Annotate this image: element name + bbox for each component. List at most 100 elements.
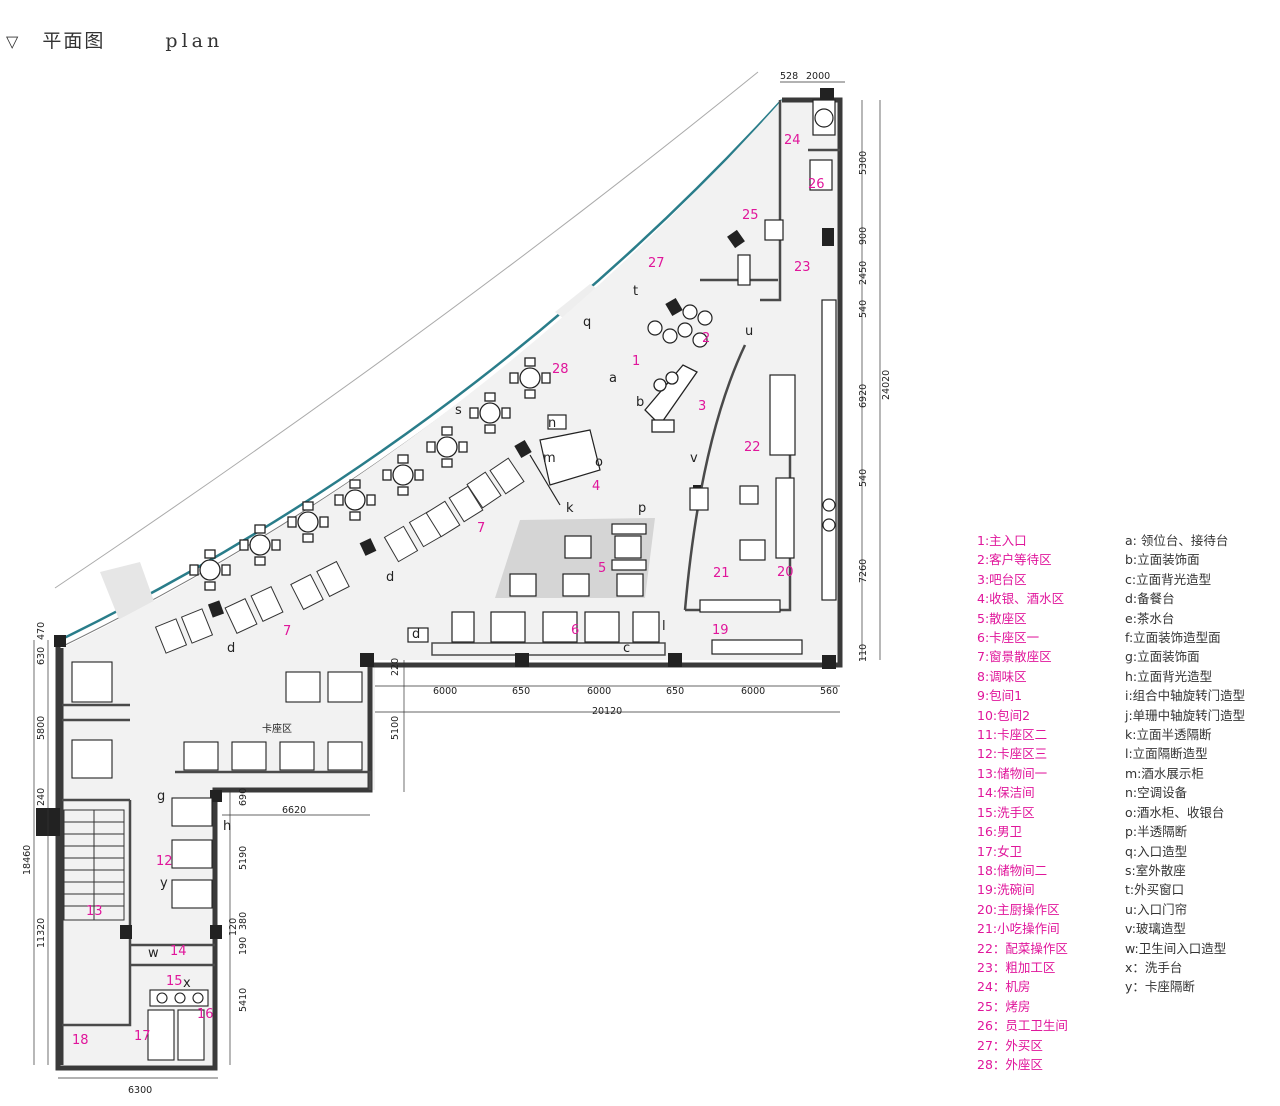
- legend-room-item: 4:收银、酒水区: [977, 591, 1065, 607]
- room-22: 22: [744, 440, 761, 455]
- legend-element-item: e:茶水台: [1125, 610, 1175, 626]
- room-4: 4: [592, 479, 600, 494]
- outdoor-tables: [189, 357, 551, 591]
- legend-room-item: 15:洗手区: [977, 804, 1035, 820]
- dim-v-690: 690: [238, 788, 249, 806]
- dim-r-7260: 7260: [858, 559, 869, 583]
- legend-element-item: x：洗手台: [1125, 959, 1183, 975]
- legend-element-item: y：卡座隔断: [1125, 979, 1195, 995]
- legend-room-item: 24：机房: [977, 979, 1031, 995]
- legend-room-item: 16:男卫: [977, 824, 1023, 840]
- title-en: plan: [165, 30, 224, 52]
- dim-r-540b: 540: [858, 469, 869, 487]
- legend-room-item: 18:储物间二: [977, 862, 1048, 878]
- legend-element-item: g:立面装饰面: [1125, 649, 1200, 665]
- elem-s: s: [455, 403, 462, 418]
- dim-b-20120: 20120: [592, 706, 622, 717]
- room-17: 17: [134, 1029, 151, 1044]
- legend-room-item: 6:卡座区一: [977, 630, 1040, 646]
- element-letters: a b c d d d g h k l m n o p q s t u v w …: [148, 284, 753, 991]
- legend-element-item: n:空调设备: [1125, 785, 1188, 801]
- legend-element-item: l:立面隔断造型: [1125, 746, 1208, 762]
- kitchen-equipment: [689, 99, 837, 655]
- room-28: 28: [552, 362, 569, 377]
- room-2: 2: [702, 331, 710, 346]
- dim-r-540a: 540: [858, 300, 869, 318]
- dim-b-650a: 650: [512, 686, 530, 697]
- dim-c-120: 120: [228, 918, 239, 936]
- inner-walls: [62, 100, 840, 1027]
- legend-element-item: v:玻璃造型: [1125, 921, 1186, 937]
- legend-room-item: 13:储物间一: [977, 765, 1048, 781]
- elem-d1: d: [412, 627, 420, 642]
- legend-element-item: i:组合中轴旋转门造型: [1125, 688, 1246, 704]
- elem-g: g: [157, 789, 165, 804]
- bar-counter: [644, 364, 698, 433]
- room-26: 26: [808, 177, 825, 192]
- legend-room-item: 10:包间2: [977, 707, 1031, 723]
- room-14: 14: [170, 944, 187, 959]
- legend-element-item: m:酒水展示柜: [1125, 765, 1204, 781]
- elem-v: v: [690, 451, 698, 466]
- legend-room-item: 11:卡座区二: [977, 727, 1048, 743]
- dim-m-6620: 6620: [282, 805, 306, 816]
- dim-c-5190: 5190: [238, 846, 249, 870]
- waiting-seats: [647, 304, 713, 348]
- dim-r-2450: 2450: [858, 261, 869, 285]
- elem-a: a: [609, 371, 617, 386]
- booth-area-label: 卡座区: [262, 722, 292, 735]
- elem-q: q: [583, 315, 591, 330]
- legend-room-item: 26：员工卫生间: [977, 1018, 1068, 1034]
- dim-b-6000b: 6000: [587, 686, 611, 697]
- legend-element-item: a: 领位台、接待台: [1125, 533, 1229, 548]
- room-3: 3: [698, 399, 706, 414]
- window-booths: [154, 457, 525, 654]
- dim-l-18460: 18460: [22, 845, 33, 875]
- elem-p: p: [638, 501, 646, 516]
- elem-m: m: [543, 451, 556, 466]
- room-7b: 7: [283, 624, 291, 639]
- legend-element-item: k:立面半透隔断: [1125, 727, 1212, 743]
- room-13: 13: [86, 904, 103, 919]
- legend-room-item: 1:主入口: [977, 533, 1027, 548]
- booth-area-1: [407, 611, 660, 643]
- room-20: 20: [777, 565, 794, 580]
- interior-floor: [62, 100, 840, 1065]
- room-15: 15: [166, 974, 183, 989]
- legend-room-item: 12:卡座区三: [977, 746, 1048, 762]
- elem-n: n: [548, 416, 556, 431]
- elem-d2: d: [386, 570, 394, 585]
- room-numbers: 1 2 3 4 5 6 7 7 12 13 14 15 16 17 18 19 …: [72, 133, 825, 1048]
- dim-b-650b: 650: [666, 686, 684, 697]
- room-6: 6: [571, 623, 579, 638]
- legend-room-item: 21:小吃操作间: [977, 921, 1060, 937]
- elem-c: c: [623, 641, 630, 656]
- page-title: ▽ 平面图 plan: [6, 26, 223, 53]
- dim-r-110: 110: [858, 644, 869, 662]
- legend-element-item: b:立面装饰面: [1125, 552, 1200, 568]
- legend-element-item: q:入口造型: [1125, 843, 1188, 859]
- room-5: 5: [598, 561, 606, 576]
- scatter-seating: [495, 518, 655, 598]
- room-27: 27: [648, 256, 665, 271]
- room-12: 12: [156, 854, 173, 869]
- elem-o: o: [595, 455, 603, 470]
- dim-v-5100: 5100: [390, 716, 401, 740]
- legend-element-item: j:单珊中轴旋转门造型: [1125, 707, 1246, 723]
- title-cn: 平面图: [42, 30, 106, 52]
- triangle-icon: ▽: [6, 32, 21, 51]
- elem-k: k: [566, 501, 574, 516]
- stairs: [63, 809, 125, 921]
- room-19: 19: [712, 623, 729, 638]
- elem-b: b: [636, 395, 644, 410]
- elem-x: x: [183, 976, 191, 991]
- dim-r-5300: 5300: [858, 151, 869, 175]
- legend-element-item: s:室外散座: [1125, 862, 1186, 878]
- elem-d3: d: [227, 641, 235, 656]
- washroom-fixtures: [147, 989, 209, 1061]
- legend-room-item: 8:调味区: [977, 668, 1027, 684]
- dim-l-630: 630: [36, 647, 47, 665]
- legend-room-item: 22：配菜操作区: [977, 940, 1068, 956]
- legend-element-item: f:立面装饰造型面: [1125, 630, 1221, 646]
